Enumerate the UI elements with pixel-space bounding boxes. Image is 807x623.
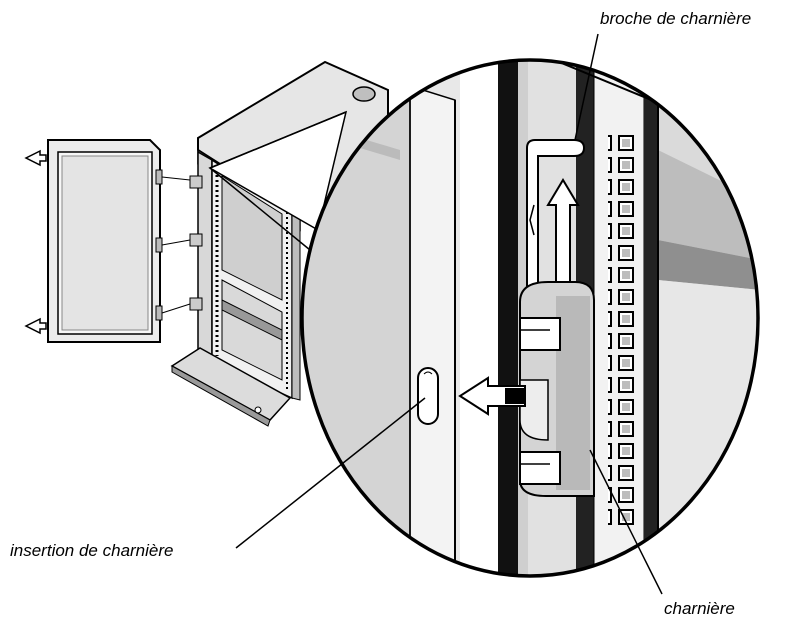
remove-arrow-icon <box>24 149 47 167</box>
hinge <box>519 281 595 497</box>
remove-arrow-icon <box>24 317 47 335</box>
hinge-insert-label: insertion de charnière <box>10 541 174 560</box>
hinge-pin-label: broche de charnière <box>600 9 752 28</box>
magnified-detail <box>300 58 760 578</box>
hinge-label: charnière <box>664 599 735 618</box>
hinge-insert-leader <box>235 397 426 549</box>
magnifier-connector <box>208 110 348 251</box>
hinge-pin <box>526 139 586 291</box>
hinge-leader <box>589 449 663 595</box>
hinge-insert <box>417 367 439 425</box>
remove-arrow-icon <box>458 376 526 416</box>
hinge-pin-leader <box>574 33 599 141</box>
lift-arrow-icon <box>546 178 580 291</box>
rack-door <box>47 139 163 343</box>
